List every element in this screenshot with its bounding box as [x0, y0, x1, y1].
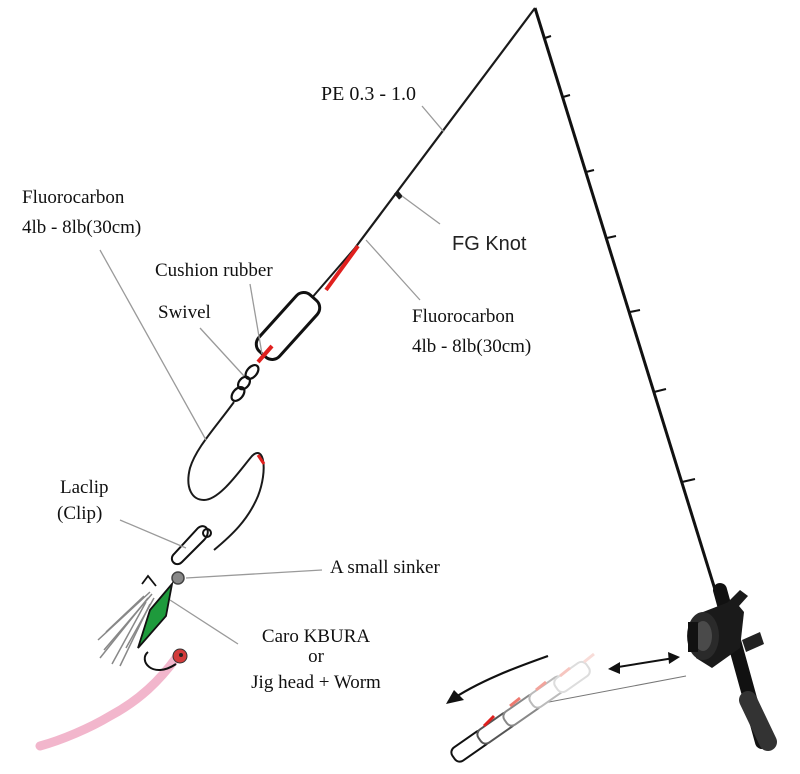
reel-arrow-right-icon [668, 652, 680, 664]
fg-knot-marker [394, 190, 403, 200]
label-small-sinker: A small sinker [330, 557, 440, 578]
float-tube [254, 291, 322, 361]
labels: PE 0.3 - 1.0 Fluorocarbon 4lb - 8lb(30cm… [22, 83, 531, 693]
laclip-icon [170, 525, 212, 566]
label-swivel: Swivel [158, 302, 211, 323]
callout-lines [99, 105, 445, 645]
jig-head-worm-icon [35, 648, 188, 751]
label-laclip-line2: (Clip) [57, 503, 102, 524]
label-fluoro-top-line1: Fluorocarbon [22, 187, 125, 208]
reel-arrow-left-icon [608, 662, 620, 674]
leader-pe [421, 105, 445, 133]
ghost-red-segments [482, 652, 595, 728]
leader-lure [169, 599, 239, 645]
leader-cushion [249, 283, 263, 355]
leader-sinker [185, 569, 323, 579]
label-fluoro-right-line2: 4lb - 8lb(30cm) [412, 336, 531, 357]
label-pe-line: PE 0.3 - 1.0 [321, 83, 416, 105]
leader-fluoro-top [99, 249, 207, 441]
cast-line-thin [527, 675, 687, 707]
label-fluoro-top-line2: 4lb - 8lb(30cm) [22, 217, 141, 238]
lure-icon [97, 574, 174, 667]
label-fluoro-right-line1: Fluorocarbon [412, 306, 515, 327]
label-cushion-rubber: Cushion rubber [155, 260, 273, 281]
rod-guides [544, 35, 696, 483]
casting-motion-illustration [446, 652, 687, 763]
reel-arrow-line [611, 657, 675, 669]
coil-red-accent [256, 454, 266, 465]
cast-arrow-head-icon [446, 690, 464, 704]
leader-fluoro-right [365, 239, 421, 301]
leader-swivel [199, 327, 245, 377]
leader-fg-knot [401, 195, 441, 225]
fluorocarbon-leader-line [309, 247, 356, 301]
label-lure-line3: Jig head + Worm [251, 672, 381, 693]
pe-main-line [354, 7, 536, 249]
label-fg-knot: FG Knot [452, 233, 527, 255]
cushion-rubber-red [256, 344, 274, 364]
spinning-reel-icon [687, 590, 764, 668]
ghost-float-trail [450, 660, 591, 763]
label-lure-line2: or [308, 646, 325, 667]
label-lure-line1: Caro KBURA [262, 626, 370, 647]
fluorocarbon-coil-leader [187, 401, 265, 551]
swivel-icon [230, 363, 260, 403]
leader-laclip [119, 519, 187, 549]
red-rubber-section [324, 244, 360, 292]
small-sinker-icon [171, 571, 185, 585]
label-laclip-line1: Laclip [60, 477, 109, 498]
rod-butt-cap [739, 691, 777, 751]
